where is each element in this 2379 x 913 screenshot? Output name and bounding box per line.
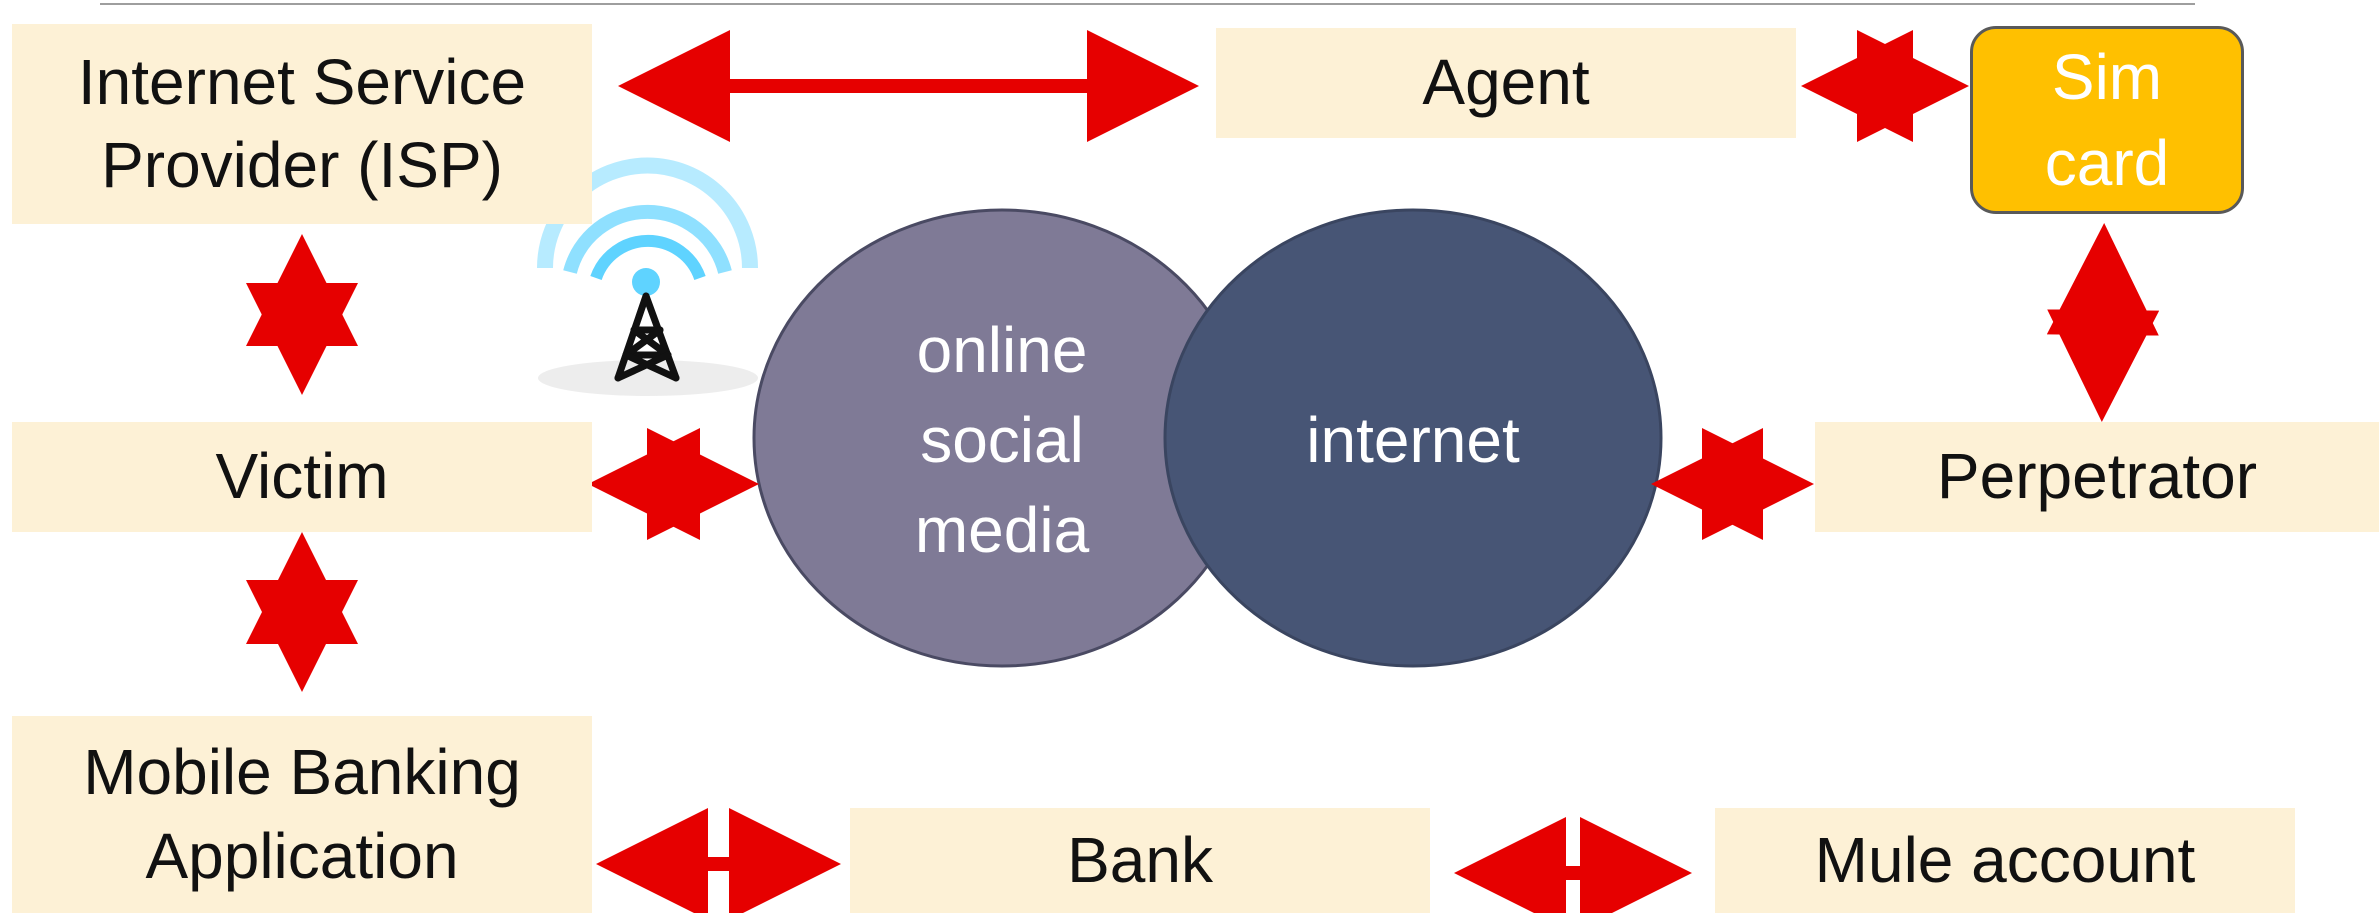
mobile-banking-label-line2: Application (145, 819, 459, 892)
online-social-media-label-line3: media (915, 494, 1090, 566)
mobile-banking-label-line1: Mobile Banking (83, 736, 521, 809)
bank-box: Bank (850, 808, 1430, 913)
internet-label: internet (1306, 404, 1520, 476)
mobile-banking-box: Mobile Banking Application (12, 716, 592, 913)
isp-label-line1: Internet Service (77, 45, 527, 118)
isp-box: Internet Service Provider (ISP) (12, 24, 592, 224)
online-social-media-label-line2: social (920, 404, 1084, 476)
victim-box: Victim (12, 422, 592, 532)
mule-account-label: Mule account (1814, 823, 2196, 896)
bank-label: Bank (1067, 823, 1213, 896)
mule-account-box: Mule account (1715, 808, 2295, 913)
perpetrator-box: Perpetrator (1815, 422, 2379, 532)
sim-card-label-line1: Sim (2051, 40, 2163, 113)
perpetrator-label: Perpetrator (1936, 440, 2258, 513)
arrow-simcard-perpetrator (2046, 223, 2160, 422)
agent-label: Agent (1422, 46, 1590, 119)
victim-label: Victim (215, 440, 389, 513)
isp-label-line2: Provider (ISP) (101, 129, 503, 201)
sim-card-box: Sim card (1970, 26, 2244, 214)
agent-box: Agent (1216, 28, 1796, 138)
online-social-media-label-line1: online (917, 314, 1088, 386)
sim-card-label-line2: card (2044, 127, 2170, 199)
